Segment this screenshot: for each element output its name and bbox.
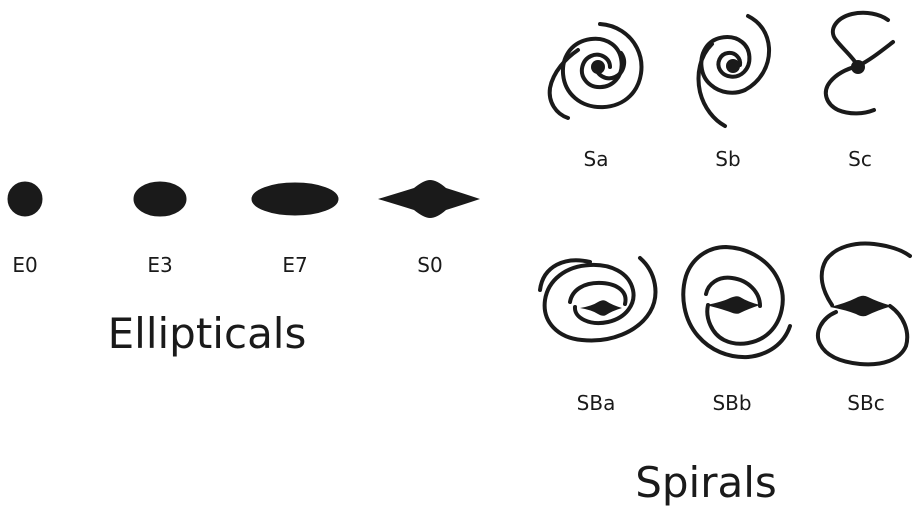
galaxy-sb-shape (696, 14, 772, 128)
label-sbc: SBc (847, 391, 885, 415)
galaxy-sba-shape (538, 256, 658, 343)
label-e3: E3 (147, 253, 173, 277)
label-sbb: SBb (712, 391, 752, 415)
galaxy-s0-shape (378, 180, 480, 218)
galaxy-sa-shape (547, 22, 644, 120)
spirals-heading: Spirals (635, 458, 777, 507)
label-s0: S0 (417, 253, 443, 277)
ellipticals-heading: Ellipticals (107, 309, 307, 358)
galaxy-sbb-shape (681, 244, 792, 360)
galaxy-sc-shape (823, 10, 895, 116)
label-sba: SBa (576, 391, 616, 415)
label-e0: E0 (12, 253, 38, 277)
label-e7: E7 (282, 253, 308, 277)
galaxy-e0-shape (7, 181, 43, 217)
label-sb: Sb (715, 147, 741, 171)
galaxy-e7-shape (251, 182, 339, 216)
label-sc: Sc (848, 147, 872, 171)
galaxy-e3-shape (133, 181, 187, 217)
galaxy-sbc-shape (816, 241, 912, 367)
label-sa: Sa (583, 147, 609, 171)
